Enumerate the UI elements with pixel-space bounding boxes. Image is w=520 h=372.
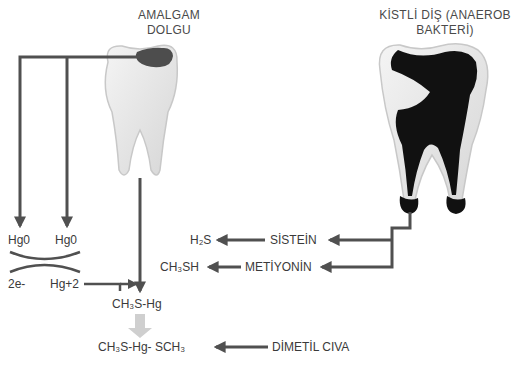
- amino-acid: METİYONİN: [245, 260, 312, 274]
- chemical-formula: Hg0: [55, 233, 77, 247]
- reaction-arrows: [20, 57, 410, 347]
- chemical-formula: 2e-: [8, 277, 25, 291]
- chemical-formula: H₂S: [190, 233, 211, 247]
- amalgam-tooth: [105, 45, 177, 175]
- chemical-formula: CH₃S-Hg- SCH₃: [98, 340, 185, 354]
- chemical-formula: Hg+2: [50, 277, 79, 291]
- amino-acid: SİSTEİN: [270, 233, 317, 247]
- electron-bracket: [10, 252, 80, 272]
- reaction-arrow-light: [128, 314, 152, 338]
- chemical-formula: CH₃S-Hg: [112, 297, 162, 311]
- compound-name: DİMETİL CIVA: [272, 340, 349, 354]
- cystic-tooth: [379, 44, 487, 214]
- tooth-title: KİSTLİ DİŞ (ANAEROB BAKTERİ): [376, 8, 514, 38]
- chemical-formula: Hg0: [8, 233, 30, 247]
- chemical-formula: CH₃SH: [160, 260, 199, 274]
- tooth-title: AMALGAM DOLGU: [128, 8, 210, 38]
